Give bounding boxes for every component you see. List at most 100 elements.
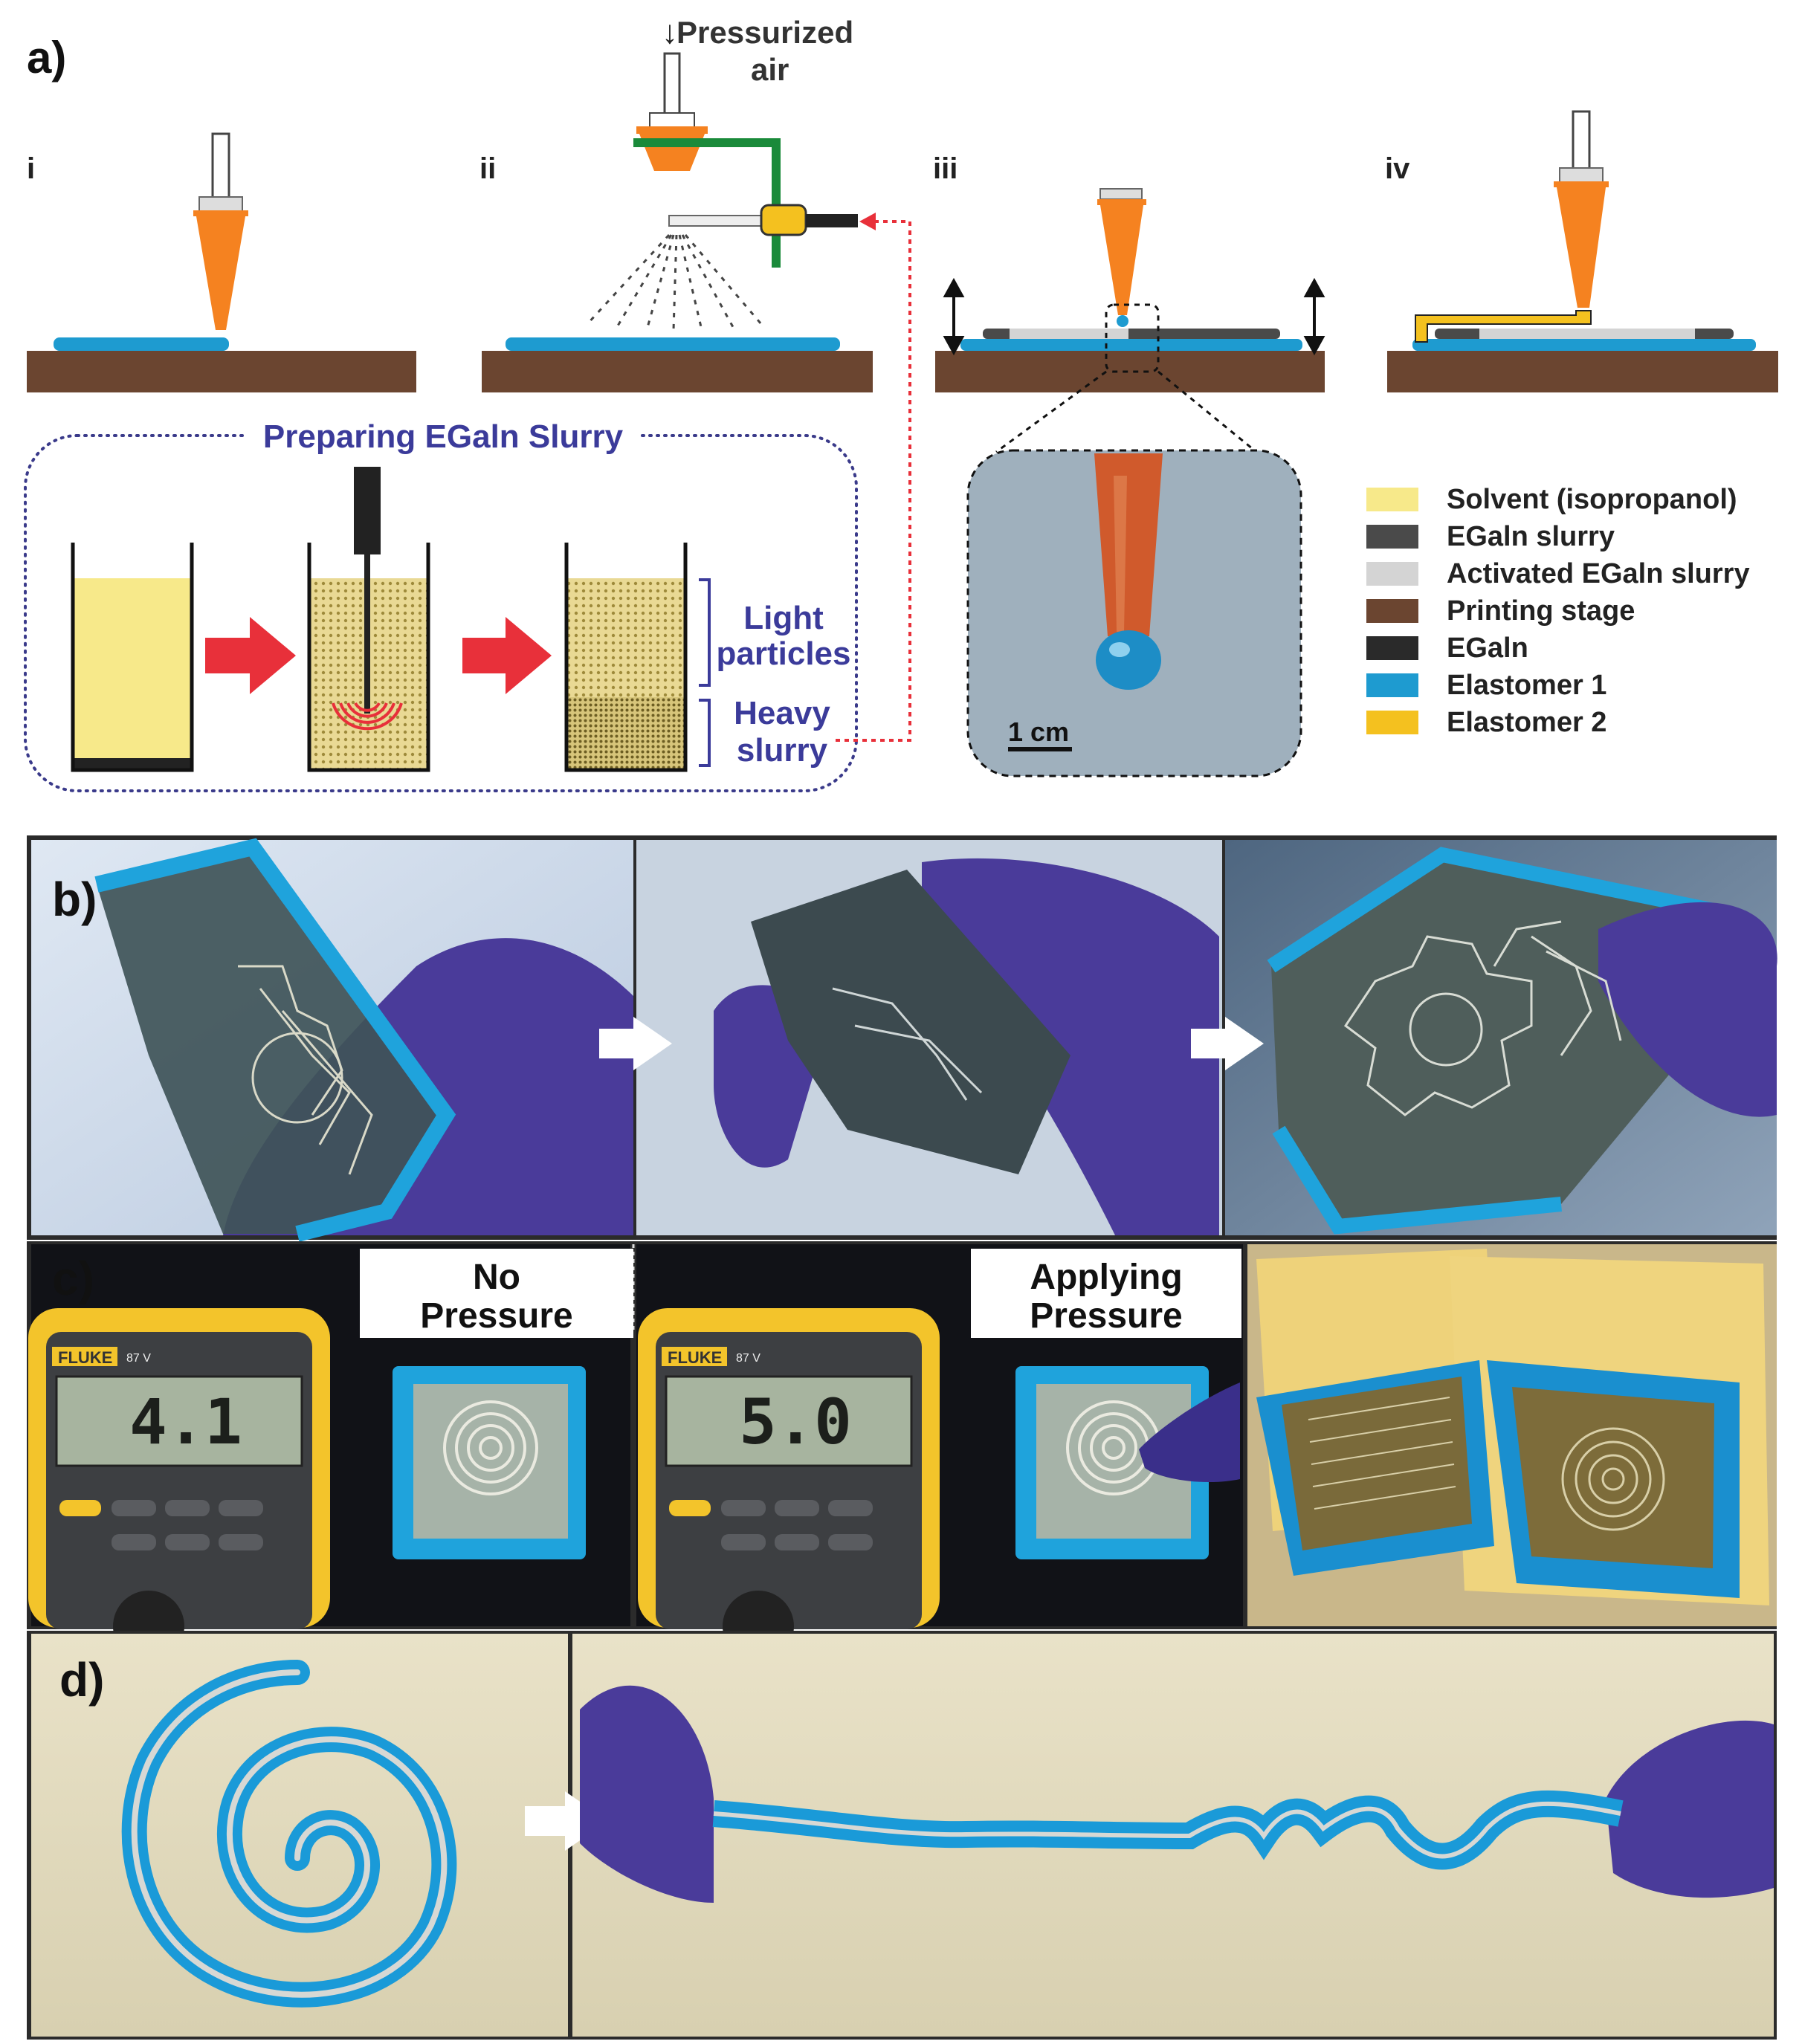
- gear-circuit: [1343, 920, 1622, 1116]
- syringe-barrel: [1572, 110, 1591, 172]
- egaln-bottom-layer: [74, 758, 190, 769]
- legend-swatch: [1366, 488, 1418, 511]
- nozzle-rim: [1097, 199, 1146, 205]
- no-pressure-line2: Pressure: [420, 1296, 572, 1336]
- light-particles-line1: Light: [743, 600, 824, 636]
- heavy-slurry-line1: Heavy: [734, 695, 830, 731]
- multimeter-1: FLUKE 87 V 4.1: [28, 1308, 330, 1662]
- legend-label: Elastomer 2: [1447, 707, 1606, 738]
- panel-d-label: d): [59, 1653, 104, 1707]
- gloved-hand-right: [922, 858, 1219, 1235]
- legend-label: Elastomer 1: [1447, 670, 1606, 701]
- heavy-slurry-line2: slurry: [737, 732, 828, 769]
- nozzle-rim: [193, 210, 248, 216]
- spiral-conductor: [121, 1660, 457, 2008]
- meter-brand: FLUKE: [58, 1348, 112, 1367]
- process-arrow-icon: [462, 617, 552, 694]
- activated-slurry-layer: [1010, 329, 1128, 339]
- light-bracket: [699, 578, 711, 687]
- step-label-iv: iv: [1385, 152, 1410, 185]
- legend-swatch: [1366, 636, 1418, 660]
- meter-reading-1: 4.1: [129, 1385, 242, 1458]
- air-arrow-icon: ↓: [662, 14, 678, 51]
- vertical-movement-arrow-left: [943, 277, 965, 356]
- legend-swatch: [1366, 525, 1418, 549]
- transition-arrow-icon: [525, 1791, 608, 1851]
- legend-swatch: [1366, 711, 1418, 734]
- air-label-line1: Pressurized: [676, 15, 853, 50]
- applying-pressure-line2: Pressure: [1030, 1296, 1182, 1336]
- beaker-sonication: [307, 467, 430, 772]
- printing-stage: [935, 351, 1325, 392]
- sonicator-probe: [364, 554, 370, 714]
- spray-cone-icon: [586, 233, 763, 331]
- elastomer-1-layer: [506, 337, 840, 351]
- airbrush-inlet: [663, 52, 681, 116]
- airbrush-reservoir-rim: [636, 126, 708, 134]
- legend-label: Activated EGaln slurry: [1447, 558, 1750, 589]
- syringe-hub: [198, 196, 243, 213]
- legend: Solvent (isopropanol) EGaln slurryActivat…: [1366, 484, 1750, 738]
- step-iv-diagram: [1387, 110, 1778, 392]
- panel-d: d): [27, 1631, 1777, 2040]
- zoom-line-left: [995, 370, 1107, 453]
- legend-label: Solvent (isopropanol): [1447, 484, 1737, 515]
- process-arrow-icon: [205, 617, 296, 694]
- meter-model: 87 V: [126, 1352, 151, 1365]
- step-i-diagram: [27, 132, 416, 392]
- beaker-outline: [71, 543, 194, 772]
- slurry-preparation-box: Preparing EGaln Slurry: [24, 418, 858, 792]
- air-label-line2: air: [751, 52, 789, 87]
- activated-slurry-layer: [1479, 329, 1695, 339]
- nozzle-icon: [1100, 205, 1143, 315]
- step-label-i: i: [27, 152, 35, 185]
- step-iii-diagram: 1 cm: [935, 188, 1325, 777]
- printing-stage: [27, 351, 416, 392]
- gloved-hand-left: [580, 1685, 714, 1903]
- step-label-ii: ii: [479, 152, 496, 185]
- airbrush-cap: [649, 112, 695, 129]
- gloved-finger: [1139, 1382, 1240, 1483]
- meter-model: 87 V: [736, 1352, 760, 1365]
- connector-arrowhead-icon: [859, 213, 876, 230]
- vertical-movement-arrow-right: [1303, 277, 1325, 356]
- photo-b-stretched: [1191, 840, 1777, 1235]
- elastomer-1-layer: [960, 339, 1302, 351]
- legend-swatch: [1366, 599, 1418, 623]
- legend-label: Printing stage: [1447, 595, 1635, 627]
- legend-label: EGaln: [1447, 633, 1528, 664]
- spray-nozzle-handle: [806, 214, 858, 227]
- crumpled-sheet: [751, 870, 1070, 1174]
- elastomer-1-layer: [1412, 339, 1756, 351]
- photo-b-crumpled: [599, 840, 1222, 1235]
- printed-circuit: [832, 987, 983, 1101]
- elastomer-2-layer: [1415, 310, 1592, 343]
- meter-brand: FLUKE: [668, 1348, 722, 1367]
- elastomer-1-layer: [54, 337, 229, 351]
- beaker-outline: [564, 543, 688, 772]
- nozzle-icon: [1557, 187, 1606, 308]
- nozzle-photo-inset: 1 cm: [966, 449, 1302, 777]
- step-ii-diagram: ↓ Pressurized air: [482, 14, 873, 392]
- interdigitated-sensor: [1282, 1377, 1472, 1550]
- elastomer-border: [94, 838, 456, 1242]
- gloved-hand-right: [1606, 1720, 1774, 1898]
- photo-b-rolled: [31, 838, 633, 1242]
- nozzle-rim: [1554, 181, 1609, 187]
- syringe-barrel: [211, 132, 230, 202]
- panel-b: b): [27, 835, 1777, 1242]
- nozzle-photo-tip: [1094, 453, 1163, 636]
- spiral-electrode: [443, 1400, 538, 1495]
- legend-label: EGaln slurry: [1447, 521, 1615, 552]
- printing-stage: [482, 351, 873, 392]
- zoom-box: [1105, 303, 1160, 373]
- no-pressure-line1: No: [473, 1258, 520, 1297]
- multimeter-2: FLUKE 87 V 5.0: [638, 1308, 940, 1662]
- syringe-hub: [1559, 167, 1604, 184]
- panel-a-label: a): [27, 33, 66, 83]
- sonicator-probe-head: [354, 467, 381, 554]
- pressure-sensor-2: [1015, 1366, 1240, 1559]
- panel-b-label: b): [52, 873, 97, 926]
- printing-stage: [1387, 351, 1778, 392]
